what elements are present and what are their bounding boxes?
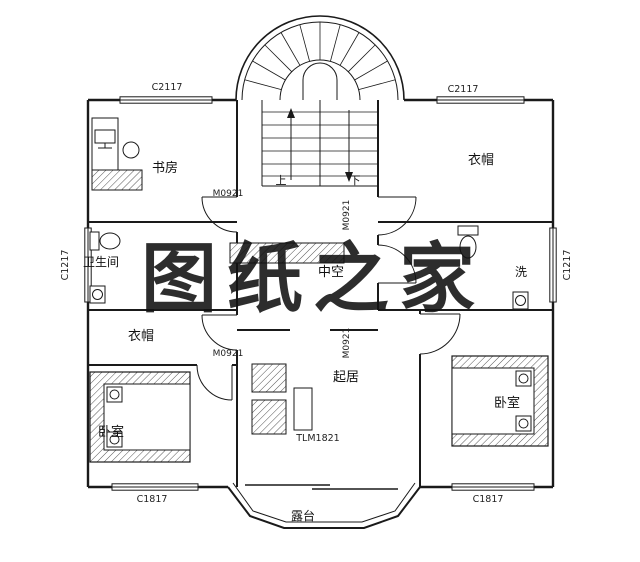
room-label-living: 起居 <box>333 370 359 385</box>
door-bedroom-right <box>419 313 461 355</box>
pillow <box>106 431 123 448</box>
door-cloak-left <box>201 314 238 351</box>
window-code-bottom-right: C1817 <box>473 494 504 505</box>
stair-dome-outer-arc <box>235 15 405 101</box>
bathroom-fixtures <box>89 231 121 304</box>
door-code-cloak-right: M0921 <box>342 200 352 231</box>
room-label-bedroom-right: 卧室 <box>494 395 520 411</box>
wash-fixtures <box>457 225 529 310</box>
sink <box>89 285 106 304</box>
window-right <box>549 227 557 303</box>
room-label-cloak-top-right: 衣帽 <box>468 152 494 168</box>
stair-down-label: 下 <box>350 174 361 187</box>
door-cloak-right <box>377 196 417 236</box>
door-bathroom <box>201 196 238 233</box>
window-code-bottom-left: C1817 <box>137 494 168 505</box>
coffee-table <box>293 387 313 431</box>
staircase <box>235 15 405 187</box>
door-bedroom-left <box>196 364 233 401</box>
door-code-study: M0921 <box>213 189 244 199</box>
computer-monitor <box>94 129 116 144</box>
window-left <box>84 227 92 303</box>
terrace-door-code: TLM1821 <box>295 433 339 444</box>
window-bottom-right <box>451 483 535 491</box>
toilet-bowl <box>459 235 477 259</box>
terrace-bay-window <box>227 482 421 529</box>
window-code-top-right: C2117 <box>448 84 479 95</box>
stair-fan-treads <box>244 22 396 90</box>
room-label-wash: 洗 <box>515 265 527 279</box>
room-label-bathroom: 卫生间 <box>83 255 119 269</box>
door-code-cloak-left: M0921 <box>213 349 244 359</box>
door-code-wash: M0921 <box>342 328 352 359</box>
toilet-tank <box>89 231 100 251</box>
window-top-left <box>119 96 213 104</box>
living-furniture <box>251 363 313 435</box>
windows <box>84 96 557 491</box>
toilet-tank <box>457 225 479 236</box>
window-code-top-left: C2117 <box>152 82 183 93</box>
stair-down-arrow <box>345 110 353 182</box>
window-bottom-left <box>111 483 199 491</box>
stair-up-label: 上 <box>276 174 287 187</box>
window-code-right: C1217 <box>562 250 573 281</box>
stair-railing-arc <box>279 59 361 101</box>
pillow <box>515 415 532 432</box>
window-top-right <box>436 96 525 104</box>
stair-up-arrow <box>287 108 295 180</box>
doors <box>196 196 461 401</box>
room-label-bedroom-left: 卧室 <box>98 424 124 440</box>
sofa <box>251 399 287 435</box>
pillow <box>515 370 532 387</box>
room-label-void: 中空 <box>318 265 344 280</box>
door-wash <box>377 244 417 284</box>
room-label-cloak-left: 衣帽 <box>128 328 154 344</box>
office-chair <box>122 141 140 159</box>
bed-right <box>451 355 549 447</box>
bed-left <box>89 371 191 463</box>
interior-walls <box>88 100 553 487</box>
toilet-bowl <box>99 232 121 250</box>
cabinet <box>91 169 143 191</box>
sofa <box>251 363 287 393</box>
room-label-terrace: 露台 <box>291 508 315 523</box>
study-furniture <box>91 117 143 191</box>
watermark-text: 图纸之家 <box>141 234 485 323</box>
stair-flights <box>261 100 378 187</box>
window-code-left: C1217 <box>60 250 71 281</box>
room-label-study: 书房 <box>152 160 178 176</box>
void-hatched-beam <box>229 242 345 264</box>
sink <box>512 291 529 310</box>
pillow <box>106 386 123 403</box>
